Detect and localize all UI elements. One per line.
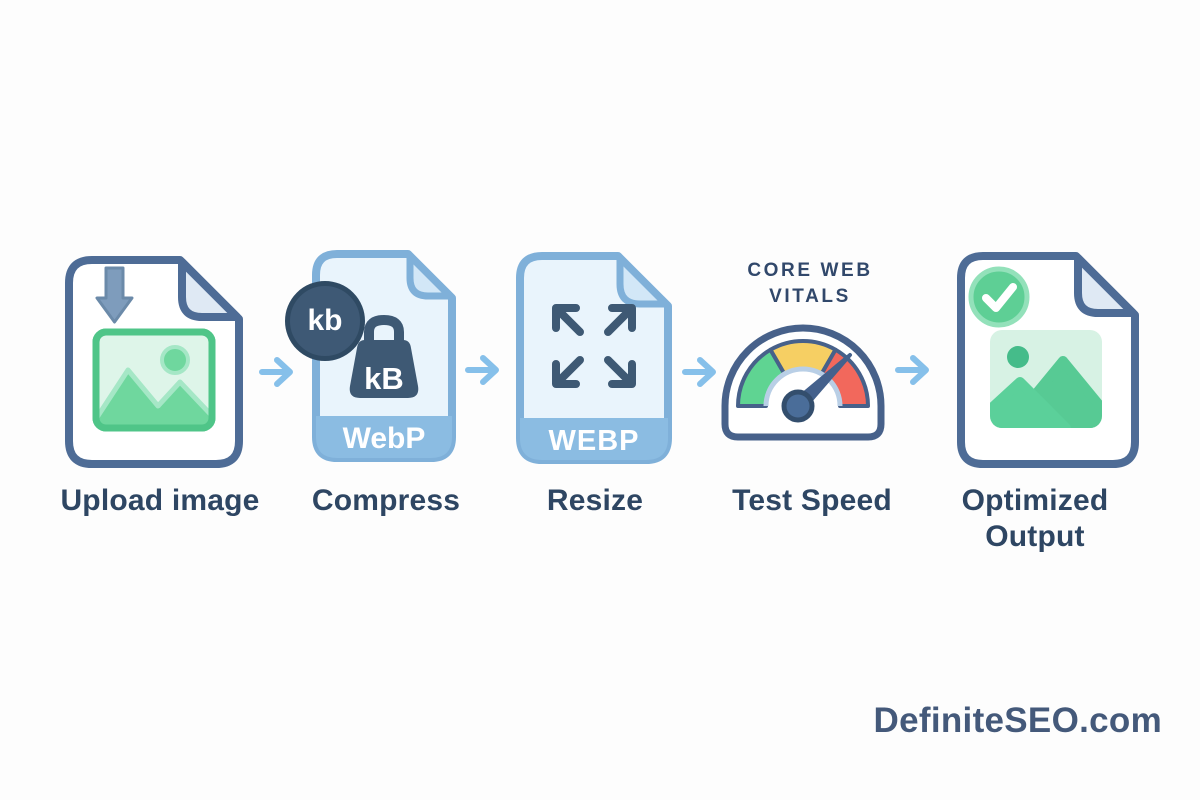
checkmark-icon	[982, 283, 1017, 312]
flow-arrow-icon	[259, 357, 293, 387]
weight-body-icon	[349, 340, 419, 398]
page-fold-icon	[178, 258, 241, 321]
kb-badge-text: kb	[307, 304, 343, 337]
download-arrow-icon	[95, 266, 134, 324]
core-web-vitals-caption: CORE WEB VITALS	[710, 258, 910, 309]
mountains-shape	[96, 367, 212, 428]
document-upload-image-icon	[65, 256, 243, 468]
caption-line-1: CORE WEB	[747, 260, 873, 281]
caption-line-2: VITALS	[769, 285, 851, 307]
page-fold-icon	[616, 254, 670, 308]
gauge-hub	[781, 389, 815, 423]
format-band-label: WebP	[343, 422, 426, 455]
step-label-compress: Compress	[311, 484, 461, 517]
checkmark-circle-icon	[968, 266, 1030, 328]
page-fold-icon	[406, 252, 454, 300]
weight-kb-text: kB	[364, 361, 404, 396]
sun-shape	[1007, 346, 1029, 368]
step-label-test-speed: Test Speed	[732, 484, 892, 517]
kb-size-badge: kb	[285, 281, 365, 361]
flow-arrow-icon	[682, 357, 716, 387]
expand-arrows-icon	[552, 304, 636, 388]
mountain-small	[990, 377, 1071, 428]
expand-arrows-document-icon: WEBP	[516, 252, 672, 464]
flow-arrow-icon	[465, 355, 499, 385]
format-band	[520, 418, 668, 460]
weight-document-icon: kB WebP	[312, 250, 456, 462]
sun-shape	[160, 345, 190, 375]
step-label-optimized-output: Optimized Output	[961, 484, 1109, 553]
gauge-inner-arc	[763, 366, 843, 407]
weight-handle	[364, 314, 404, 349]
step-label-upload-image: Upload image	[60, 484, 260, 517]
format-band	[316, 416, 452, 458]
format-band-label: WEBP	[549, 425, 640, 457]
optimized-document-icon	[957, 252, 1139, 468]
flow-arrow-icon	[895, 355, 929, 385]
site-watermark: DefiniteSEO.com	[873, 701, 1162, 740]
speedometer-gauge-icon	[721, 324, 885, 441]
step-label-resize: Resize	[546, 484, 644, 517]
page-fold-icon	[1074, 254, 1137, 317]
